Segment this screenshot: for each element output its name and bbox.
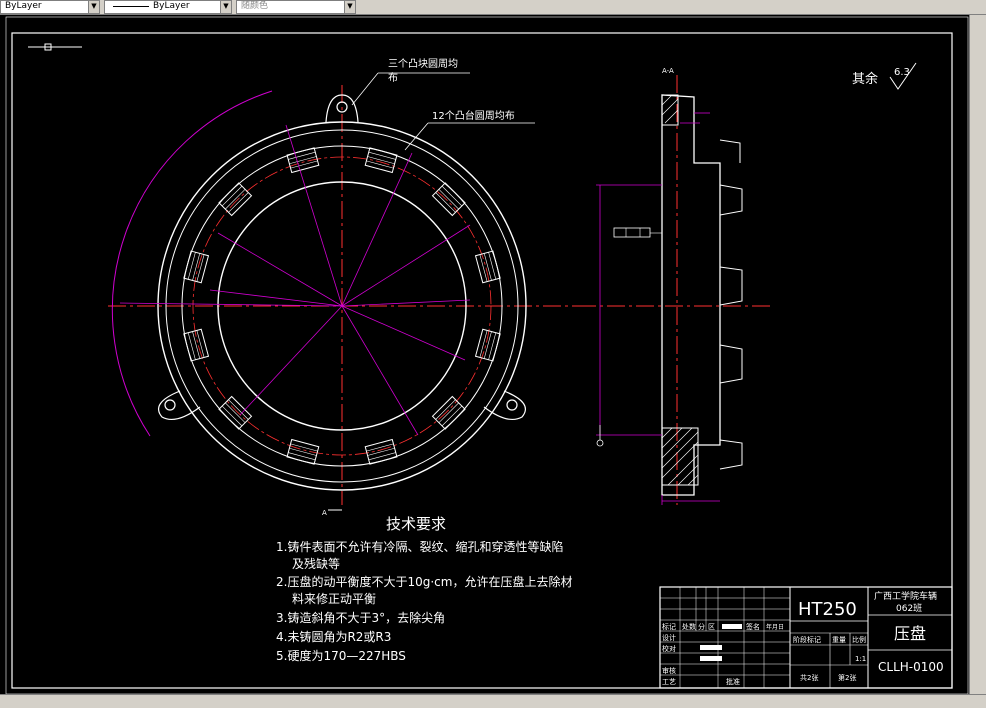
hatching-bottom bbox=[661, 427, 699, 486]
tech-item-1: 1.铸件表面不允许有冷隔、裂纹、缩孔和穿透性等缺陷 bbox=[276, 539, 563, 554]
school-name: 广西工学院车辆 bbox=[874, 590, 937, 602]
tech-item-3: 3.铸造斜角不大于3°，去除尖角 bbox=[276, 610, 445, 625]
tech-item-4: 4.未铸圆角为R2或R3 bbox=[276, 629, 391, 644]
drawing-canvas[interactable]: 三个凸块圆周均 布 12个凸台圆周均布 A A-A bbox=[0, 15, 970, 695]
ratio-label: 比例 bbox=[852, 635, 866, 644]
tech-title: 技术要求 bbox=[386, 515, 446, 533]
section-dimensions bbox=[596, 112, 720, 505]
linetype-combo-value: ByLayer bbox=[153, 1, 190, 11]
surface-roughness-note: 其余 6.3 bbox=[852, 62, 917, 90]
chevron-down-icon[interactable]: ▼ bbox=[88, 1, 99, 13]
outer-circle bbox=[157, 121, 527, 491]
lugs bbox=[158, 94, 526, 420]
section-label: A-A bbox=[662, 67, 674, 75]
roughness-value: 6.3 bbox=[894, 67, 910, 78]
outer-chamfer-circle bbox=[165, 129, 519, 483]
cursor-crosshair bbox=[28, 43, 82, 51]
vertical-scrollbar[interactable] bbox=[969, 15, 986, 695]
horizontal-scrollbar[interactable] bbox=[0, 694, 986, 708]
tech-item-2: 2.压盘的动平衡度不大于10g·cm，允许在压盘上去除材 bbox=[276, 574, 572, 589]
approve-label: 批准 bbox=[726, 677, 740, 686]
bosses-annotation-cont: 布 bbox=[388, 72, 398, 84]
row-label-process: 工艺 bbox=[662, 678, 676, 686]
properties-toolbar: ByLayer ▼ ByLayer ▼ 随颜色 ▼ bbox=[0, 0, 986, 15]
raised-pad bbox=[431, 395, 466, 430]
total-sheets: 共2张 bbox=[800, 673, 818, 682]
section-outline bbox=[661, 94, 721, 496]
raised-pad bbox=[364, 438, 398, 465]
weight-label: 重量 bbox=[832, 636, 846, 644]
raised-pad bbox=[286, 147, 320, 174]
col-label-div: 分 bbox=[698, 622, 705, 631]
dimension-lines bbox=[119, 124, 471, 436]
drawing-frame bbox=[11, 32, 953, 689]
raised-pad bbox=[364, 147, 398, 174]
color-combo-value: 随颜色 bbox=[241, 1, 269, 11]
layer-combo[interactable]: ByLayer ▼ bbox=[0, 0, 100, 14]
roughness-symbol bbox=[889, 62, 917, 90]
raised-pad bbox=[183, 328, 210, 362]
col-label-sign: 签名 bbox=[746, 622, 760, 631]
cad-drawing: 三个凸块圆周均 布 12个凸台圆周均布 A A-A bbox=[5, 16, 969, 695]
raised-pad bbox=[183, 250, 210, 284]
row-label-check: 校对 bbox=[662, 644, 676, 653]
inner-circle bbox=[217, 181, 467, 431]
part-name: 压盘 bbox=[894, 624, 926, 643]
raised-pad bbox=[218, 182, 253, 217]
tech-item-1-cont: 及残缺等 bbox=[292, 556, 340, 571]
stage-label: 阶段标记 bbox=[793, 635, 821, 644]
raised-pads bbox=[183, 147, 501, 465]
bolt-circle bbox=[192, 156, 492, 456]
linetype-preview bbox=[113, 6, 149, 7]
chevron-down-icon[interactable]: ▼ bbox=[220, 1, 231, 13]
sheet-number: 第2张 bbox=[838, 673, 856, 682]
raised-pad bbox=[286, 438, 320, 465]
pad-circle bbox=[181, 145, 503, 467]
chevron-down-icon[interactable]: ▼ bbox=[344, 1, 355, 13]
raised-pad bbox=[474, 328, 501, 362]
col-label-zone: 区 bbox=[708, 623, 715, 631]
raised-pad bbox=[431, 182, 466, 217]
bosses-annotation: 三个凸块圆周均 bbox=[388, 58, 458, 70]
row-label-mark: 标记 bbox=[662, 622, 676, 631]
geometric-tolerance-frame bbox=[613, 227, 651, 238]
title-block-text: HT250 广西工学院车辆 062班 压盘 CLLH-0100 阶段标记 重量 … bbox=[662, 590, 944, 686]
material: HT250 bbox=[798, 599, 857, 620]
scale-value: 1:1 bbox=[855, 655, 866, 663]
layer-combo-value: ByLayer bbox=[5, 1, 42, 11]
raised-pad bbox=[218, 395, 253, 430]
technical-requirements: 技术要求 1.铸件表面不允许有冷隔、裂纹、缩孔和穿透性等缺陷 及残缺等 2.压盘… bbox=[276, 515, 572, 663]
section-view: A-A bbox=[578, 67, 770, 505]
pads-annotation: 12个凸台圆周均布 bbox=[432, 109, 515, 122]
hatching-top bbox=[661, 94, 679, 124]
leader-lines bbox=[351, 72, 535, 151]
front-view: 三个凸块圆周均 布 12个凸台圆周均布 A bbox=[108, 58, 578, 517]
col-label-date: 年月日 bbox=[766, 623, 784, 631]
class-name: 062班 bbox=[896, 602, 922, 614]
color-combo[interactable]: 随颜色 ▼ bbox=[236, 0, 356, 14]
title-block bbox=[659, 586, 953, 689]
roughness-label: 其余 bbox=[852, 71, 878, 87]
linetype-combo[interactable]: ByLayer ▼ bbox=[104, 0, 232, 14]
tech-item-5: 5.硬度为170—227HBS bbox=[276, 648, 406, 663]
drawing-number: CLLH-0100 bbox=[878, 660, 944, 674]
datum-symbol bbox=[596, 425, 604, 447]
col-label-count: 处数 bbox=[682, 622, 696, 631]
row-label-review: 审核 bbox=[662, 666, 676, 675]
dimension-arc bbox=[111, 90, 273, 437]
row-label-design: 设计 bbox=[662, 633, 676, 642]
section-mark-bottom: A bbox=[322, 509, 327, 517]
tech-item-2-cont: 料来修正动平衡 bbox=[292, 591, 376, 606]
raised-pad bbox=[474, 250, 501, 284]
section-pads bbox=[719, 139, 743, 470]
